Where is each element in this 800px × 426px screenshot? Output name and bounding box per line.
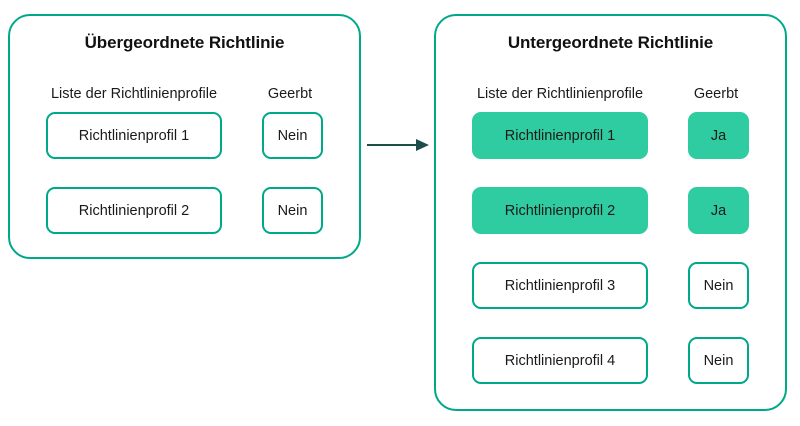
child-policy-rows: Richtlinienprofil 1 Ja Richtlinienprofil… (436, 112, 785, 412)
parent-policy-rows: Richtlinienprofil 1 Nein Richtlinienprof… (10, 112, 359, 262)
child-policy-title: Untergeordnete Richtlinie (507, 33, 714, 52)
inherited-chip[interactable]: Nein (688, 337, 749, 384)
column-header-profiles: Liste der Richtlinienprofile (476, 86, 644, 102)
column-header-inherited: Geerbt (267, 86, 313, 102)
table-row: Richtlinienprofil 1 Nein (10, 112, 359, 187)
parent-column-headers: Liste der Richtlinienprofile Geerbt (10, 86, 359, 106)
inheritance-arrow (366, 133, 430, 157)
inherited-chip[interactable]: Nein (262, 112, 323, 159)
profile-chip[interactable]: Richtlinienprofil 1 (46, 112, 222, 159)
child-policy-panel: Untergeordnete Richtlinie Liste der Rich… (434, 14, 787, 411)
inherited-chip[interactable]: Ja (688, 187, 749, 234)
table-row: Richtlinienprofil 4 Nein (436, 337, 785, 412)
parent-policy-panel: Übergeordnete Richtlinie Liste der Richt… (8, 14, 361, 259)
table-row: Richtlinienprofil 3 Nein (436, 262, 785, 337)
arrow-right-icon (367, 139, 429, 151)
column-header-profiles: Liste der Richtlinienprofile (50, 86, 218, 102)
profile-chip[interactable]: Richtlinienprofil 3 (472, 262, 648, 309)
profile-chip[interactable]: Richtlinienprofil 2 (46, 187, 222, 234)
profile-chip[interactable]: Richtlinienprofil 2 (472, 187, 648, 234)
table-row: Richtlinienprofil 2 Nein (10, 187, 359, 262)
inherited-chip[interactable]: Nein (688, 262, 749, 309)
column-header-inherited: Geerbt (693, 86, 739, 102)
profile-chip[interactable]: Richtlinienprofil 1 (472, 112, 648, 159)
table-row: Richtlinienprofil 1 Ja (436, 112, 785, 187)
table-row: Richtlinienprofil 2 Ja (436, 187, 785, 262)
child-column-headers: Liste der Richtlinienprofile Geerbt (436, 86, 785, 106)
inherited-chip[interactable]: Nein (262, 187, 323, 234)
profile-chip[interactable]: Richtlinienprofil 4 (472, 337, 648, 384)
inherited-chip[interactable]: Ja (688, 112, 749, 159)
parent-policy-title: Übergeordnete Richtlinie (84, 33, 285, 52)
